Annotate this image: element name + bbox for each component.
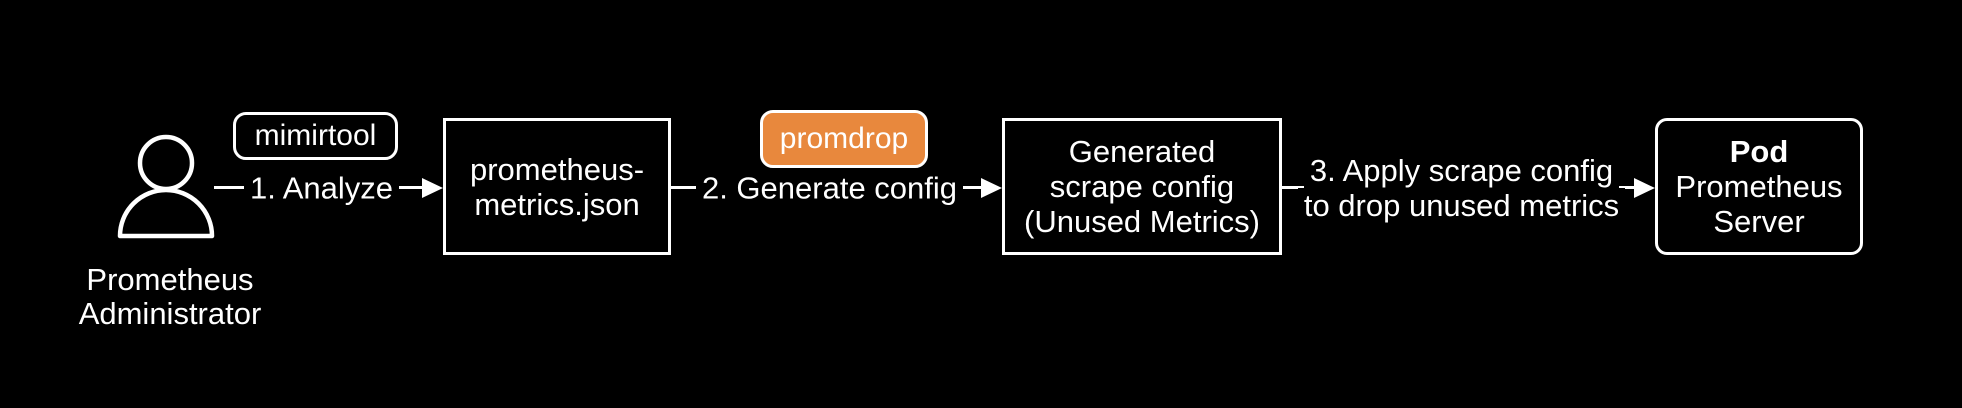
promdrop-badge: promdrop — [760, 110, 928, 168]
actor-label-line1: Prometheus — [86, 262, 254, 297]
arrow-step1-arrowhead-icon — [422, 178, 443, 198]
mimirtool-badge: mimirtool — [233, 112, 398, 160]
node-pod-title: Pod — [1729, 134, 1789, 169]
node-prometheus-metrics-json-line1: prometheus- — [469, 151, 645, 187]
node-generated-scrape-config-line2: scrape config — [1049, 169, 1235, 204]
arrow-step1-label: 1. Analyze — [214, 170, 429, 206]
promdrop-badge-label: promdrop — [779, 122, 909, 155]
arrow-step1-label-text: 1. Analyze — [243, 170, 400, 206]
arrow-step3-label-line1: 3. Apply scrape config — [1303, 153, 1620, 188]
node-prometheus-metrics-json-line2: metrics.json — [474, 186, 640, 222]
arrow-step3-label: 3. Apply scrape config to drop unused me… — [1282, 153, 1641, 223]
arrow-step1: 1. Analyze — [214, 150, 443, 226]
mimirtool-badge-label: mimirtool — [254, 119, 377, 152]
arrow-step2-arrowhead-icon — [981, 178, 1002, 198]
node-generated-scrape-config-line1: Generated — [1068, 134, 1216, 169]
arrow-step3-label-line2: to drop unused metrics — [1297, 188, 1626, 223]
arrow-step2-label: 2. Generate config — [671, 170, 988, 206]
node-prometheus-metrics-json: prometheus- metrics.json — [443, 118, 671, 255]
person-icon — [117, 134, 215, 239]
node-generated-scrape-config-line3: (Unused Metrics) — [1024, 204, 1260, 239]
actor-label: Prometheus Administrator — [40, 263, 300, 331]
node-pod-prometheus-server: Pod Prometheus Server — [1655, 118, 1863, 255]
arrow-step2: 2. Generate config — [671, 150, 1002, 226]
arrow-step3-arrowhead-icon — [1634, 178, 1655, 198]
actor-label-line2: Administrator — [78, 296, 262, 331]
node-pod-line2: Server — [1713, 204, 1805, 239]
arrow-step3: 3. Apply scrape config to drop unused me… — [1282, 150, 1655, 226]
node-generated-scrape-config: Generated scrape config (Unused Metrics) — [1002, 118, 1282, 255]
arrow-step2-label-text: 2. Generate config — [695, 170, 964, 206]
node-pod-line1: Prometheus — [1675, 169, 1843, 204]
